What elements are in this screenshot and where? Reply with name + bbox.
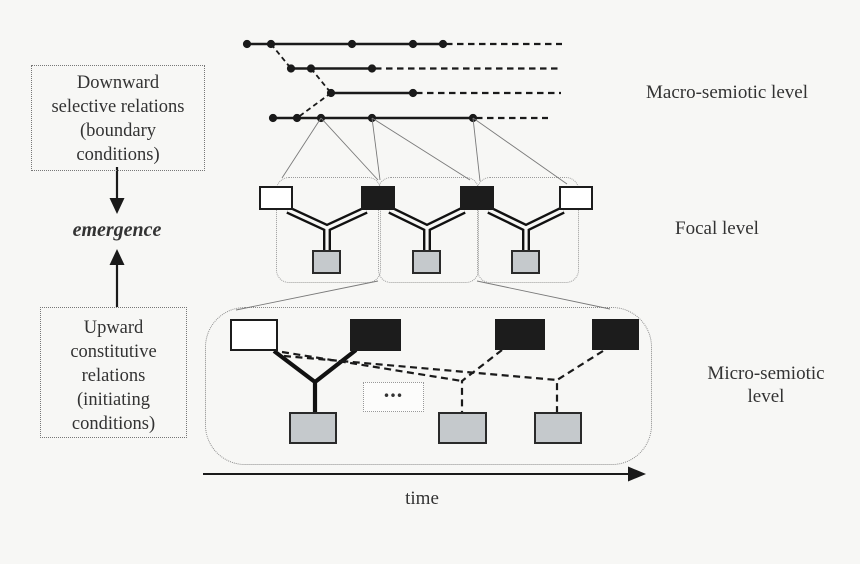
focal-gray-box-3	[511, 250, 540, 274]
focal-gray-box-1	[312, 250, 341, 274]
focal-white-box-2	[559, 186, 593, 210]
upward-box-line: Upward	[83, 318, 144, 338]
time-axis-label: time	[405, 488, 439, 509]
ellipsis-text: ...	[383, 377, 404, 402]
focal-gray-box-2	[412, 250, 441, 274]
downward-box-line: (boundary	[79, 121, 157, 141]
branch-link	[310, 67, 332, 94]
macro-to-focal-links	[281, 117, 568, 185]
upward-box-line: constitutive	[70, 342, 157, 362]
focal-black-box-2	[460, 186, 494, 210]
micro-level-container	[205, 307, 652, 465]
downward-arrow	[109, 167, 125, 214]
upward-box-line: relations	[81, 366, 146, 386]
downward-selective-relations-box: Downward selective relations (boundary c…	[31, 65, 205, 171]
micro-gray-box-2	[438, 412, 487, 444]
focal-black-box-1	[361, 186, 395, 210]
downward-box-line: Downward	[76, 73, 160, 93]
branch-link	[270, 43, 292, 70]
upward-arrow	[109, 249, 125, 307]
upward-box-line: conditions)	[71, 414, 156, 434]
focal-to-micro-links	[235, 280, 611, 311]
macro-semiotic-level-label: Macro-semiotic level	[646, 82, 808, 103]
micro-ellipsis-box: ...	[363, 377, 424, 412]
micro-gray-box-3	[534, 412, 582, 444]
downward-box-line: selective relations	[51, 97, 185, 117]
upward-box-line: (initiating	[77, 390, 150, 410]
micro-black-box-3	[592, 319, 639, 350]
micro-semiotic-level-label: Micro-semiotic level	[681, 362, 851, 408]
focal-white-box-1	[259, 186, 293, 210]
micro-black-box-2	[495, 319, 545, 350]
micro-label-line1: Micro-semiotic	[707, 363, 825, 384]
upward-constitutive-relations-box: Upward constitutive relations (initiatin…	[40, 307, 187, 438]
micro-black-box-1	[350, 319, 401, 351]
macro-timelines	[242, 39, 562, 123]
time-arrow	[203, 466, 646, 482]
macro-branch-links	[270, 43, 332, 119]
branch-link	[296, 92, 332, 119]
micro-label-line2: level	[747, 386, 785, 407]
downward-box-line: conditions)	[76, 145, 160, 165]
micro-white-box	[230, 319, 278, 351]
emergence-label: emergence	[72, 219, 162, 241]
focal-level-label: Focal level	[675, 218, 759, 239]
micro-gray-box-1	[289, 412, 337, 444]
